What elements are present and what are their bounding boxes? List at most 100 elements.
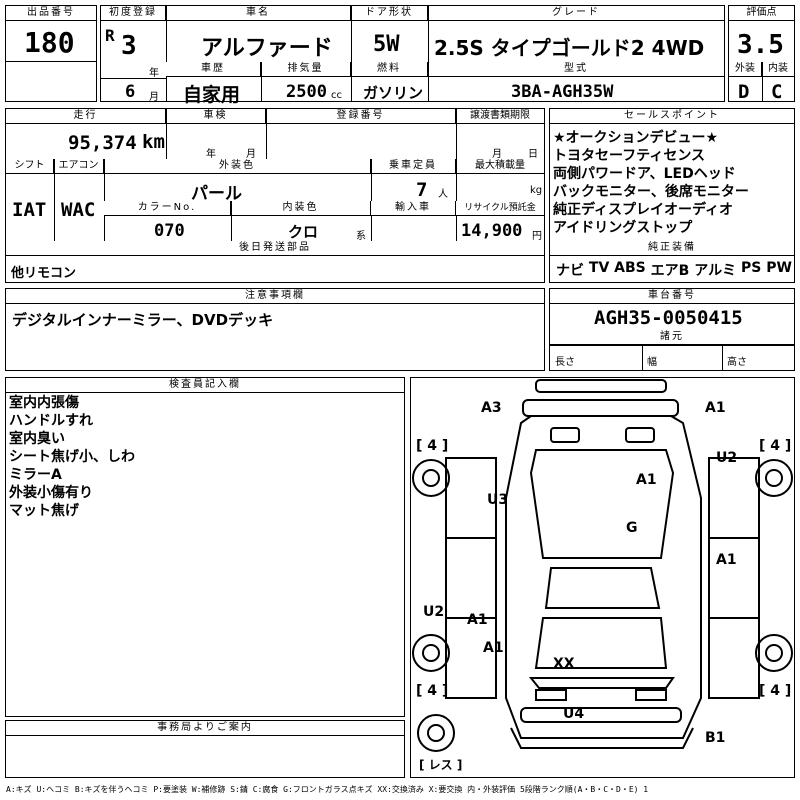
shift-label: シフト — [6, 159, 54, 174]
shift-type: IAT — [12, 199, 47, 221]
vehicle-info-box: 初度登録 車名 ドア形状 グレード R 3 年 6 月 アルファード 5W 2.… — [100, 5, 725, 106]
exterior-color: パール — [191, 184, 242, 204]
damage-mark: A1 — [467, 612, 488, 628]
model-label: 型式 — [428, 62, 724, 77]
lot-label: 出品番号 — [6, 6, 96, 21]
damage-mark: A1 — [483, 640, 504, 656]
door-type: 5W — [373, 32, 400, 57]
regno-label: 登録番号 — [266, 109, 456, 124]
width-label: 幅 — [647, 357, 657, 368]
damage-mark: U4 — [563, 706, 585, 722]
inspection-label: 車検 — [166, 109, 266, 124]
equipment-label: 純正装備 — [550, 241, 794, 256]
sales-point: ★オークションデビュー★ — [553, 130, 719, 146]
tire-depth-fr: [ 4 ] — [759, 438, 792, 454]
equipment-list: ナビ TV ABS エアB アルミ PS PW — [556, 260, 792, 280]
mileage: 95,374 — [68, 132, 137, 154]
inspector-note: マット焦げ — [9, 503, 79, 519]
displacement: 2500 — [286, 82, 327, 102]
later-parts-label: 後日発送部品 — [6, 241, 544, 256]
damage-mark: A3 — [481, 400, 502, 416]
sales-point: バックモニター、後席モニター — [553, 184, 749, 200]
sales-point: アイドリングストップ — [553, 220, 693, 236]
exterior-grade: D — [738, 81, 750, 103]
color-number: 070 — [154, 221, 185, 241]
reg-year: 3 — [121, 31, 137, 61]
door-type-label: ドア形状 — [351, 6, 428, 21]
exterior-label: 外装 — [729, 62, 762, 77]
recycle-fee: 14,900 — [461, 221, 523, 241]
displacement-label: 排気量 — [261, 62, 351, 77]
equipment-item: ABS — [614, 260, 646, 276]
equipment-item: アルミ — [694, 263, 737, 279]
year-unit: 年 — [149, 68, 159, 79]
reg-month: 6 — [125, 82, 136, 102]
score-box: 評価点 3.5 外装 内装 D C — [728, 5, 795, 103]
first-reg-label: 初度登録 — [101, 6, 166, 21]
interior-color: クロ — [288, 223, 319, 241]
interior-color-label: 内装色 — [231, 201, 371, 216]
length-label: 長さ — [555, 357, 575, 368]
inspector-note: ハンドルすれ — [9, 413, 93, 429]
import-label: 輸入車 — [371, 201, 456, 216]
later-parts: 他リモコン — [11, 266, 77, 281]
capacity-unit: 人 — [438, 189, 448, 200]
damage-mark: A1 — [636, 472, 657, 488]
damage-mark: A1 — [716, 552, 737, 568]
mileage-label: 走行 — [6, 109, 166, 124]
vehicle-history: 自家用 — [183, 84, 241, 106]
sales-points-label: セールスポイント — [550, 109, 794, 124]
equipment-item: エアB — [650, 263, 690, 279]
tire-depth-fl: [ 4 ] — [416, 438, 449, 454]
chassis-label: 車台番号 — [550, 289, 794, 304]
inspection-year-unit: 年 — [206, 149, 216, 160]
sales-point: 純正ディスプレイオーディオ — [553, 202, 734, 218]
notes-box: 注意事項欄 デジタルインナーミラー、DVDデッキ — [5, 288, 545, 371]
model-code: 3BA-AGH35W — [511, 82, 614, 102]
color-label: 外装色 — [104, 159, 371, 174]
lot-box: 出品番号 180 — [5, 5, 97, 102]
damage-mark: U2 — [423, 604, 445, 620]
damage-diagram: [ 4 ] [ 4 ] [ 4 ] [ 4 ] [ レス ] A3 A1 U2 … — [410, 377, 795, 778]
ac-label: エアコン — [54, 159, 104, 174]
damage-mark: A1 — [705, 400, 726, 416]
damage-mark: U3 — [487, 492, 509, 508]
capacity-label: 乗車定員 — [371, 159, 456, 174]
tire-depth-rl: [ 4 ] — [416, 683, 449, 699]
inspector-note: ミラーA — [9, 467, 62, 483]
spare-tire: [ レス ] — [419, 758, 463, 772]
equipment-item: PS — [740, 260, 762, 276]
chassis-box: 車台番号 AGH35-0050415 諸元 長さ 幅 高さ — [549, 288, 795, 371]
sales-points-box: セールスポイント ★オークションデビュー★ トヨタセーフティセンス 両側パワード… — [549, 108, 795, 283]
grade: 2.5S タイプゴールド2 4WD — [434, 36, 705, 60]
recycle-label: リサイクル預託金 — [456, 201, 544, 216]
equipment-item: ナビ — [556, 263, 584, 279]
color-no-label: カラーNo. — [104, 201, 231, 216]
capacity: 7 — [416, 179, 428, 201]
month-unit: 月 — [149, 92, 159, 103]
height-label: 高さ — [727, 357, 747, 368]
tire-depth-rr: [ 4 ] — [759, 683, 792, 699]
sales-point: トヨタセーフティセンス — [553, 148, 706, 164]
inspector-note: 外装小傷有り — [9, 485, 93, 501]
interior-label: 内装 — [762, 62, 794, 77]
car-name: アルファード — [201, 36, 333, 61]
legend: A:キズ U:ヘコミ B:キズを伴うヘコミ P:要塗装 W:補修跡 S:錆 C:… — [6, 785, 649, 794]
score-label: 評価点 — [729, 6, 794, 21]
damage-mark: U2 — [716, 450, 738, 466]
details-box: 走行 車検 登録番号 譲渡書類期限 95,374 km 年 月 月 日 シフト … — [5, 108, 545, 283]
recycle-unit: 円 — [532, 231, 542, 242]
inspector-label: 検査員記入欄 — [6, 378, 404, 393]
damage-mark: B1 — [705, 730, 726, 746]
inspector-note: 室内臭い — [9, 431, 65, 447]
office-label: 事務局よりご案内 — [6, 721, 404, 736]
fuel-label: 燃料 — [351, 62, 428, 77]
inspector-note: 室内内張傷 — [9, 395, 79, 411]
chassis-number: AGH35-0050415 — [594, 307, 743, 329]
displacement-unit: cc — [331, 90, 342, 101]
score-value: 3.5 — [737, 30, 784, 60]
load-label: 最大積載量 — [456, 159, 544, 174]
transfer-day-unit: 日 — [528, 149, 538, 160]
equipment-item: PW — [766, 260, 792, 276]
car-name-label: 車名 — [166, 6, 351, 21]
